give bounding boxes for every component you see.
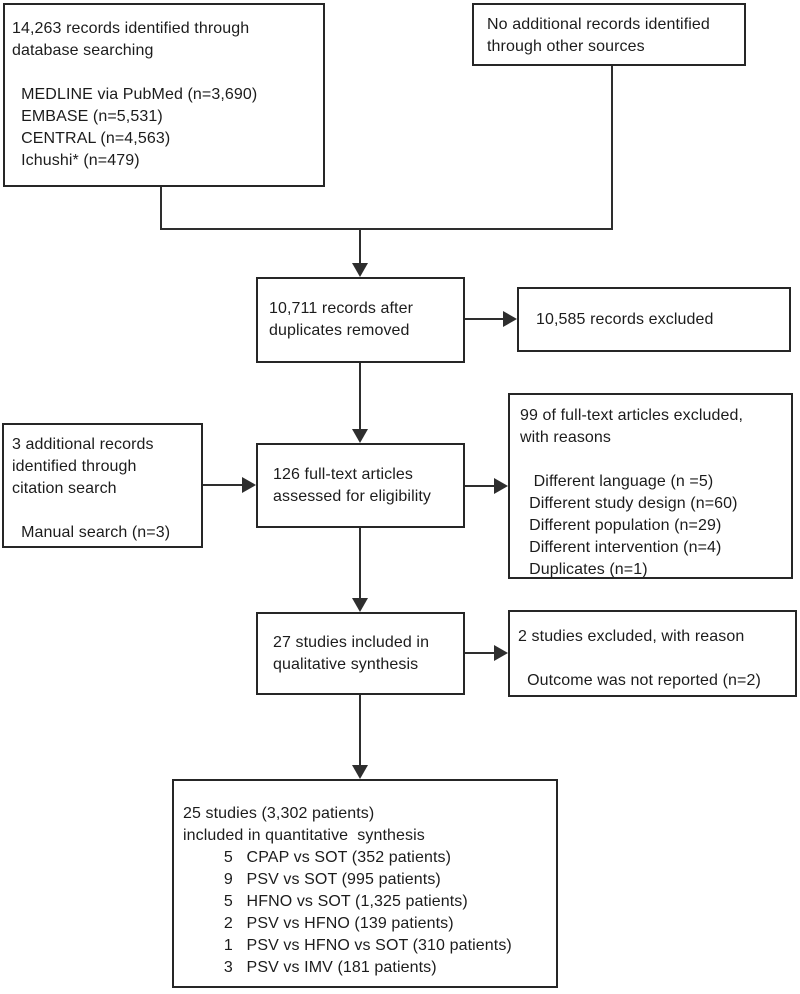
arrowhead-to-qualitative-box xyxy=(352,598,368,612)
connector-merge-horizontal xyxy=(160,228,613,230)
connector-fulltext-down xyxy=(359,528,361,599)
arrowhead-to-fulltext-excluded-box xyxy=(494,478,508,494)
box-qualitative-synthesis: 27 studies included in qualitative synth… xyxy=(256,612,465,695)
connector-duplicates-down xyxy=(359,363,361,430)
connector-citation-to-fulltext xyxy=(203,484,243,486)
box-no-additional-records: No additional records identified through… xyxy=(472,3,746,66)
arrowhead-to-records-excluded-box xyxy=(503,311,517,327)
connector-duplicates-to-excluded xyxy=(465,318,505,320)
box-citation-search-records: 3 additional records identified through … xyxy=(2,423,203,548)
connector-qualitative-to-excluded xyxy=(465,652,495,654)
arrowhead-to-quantitative-box xyxy=(352,765,368,779)
connector-qualitative-down xyxy=(359,695,361,766)
box-fulltext-assessed: 126 full-text articles assessed for elig… xyxy=(256,443,465,528)
box-studies-excluded-reason: 2 studies excluded, with reason Outcome … xyxy=(508,610,797,697)
box-quantitative-synthesis: 25 studies (3,302 patients) included in … xyxy=(172,779,558,988)
arrowhead-to-studies-excluded-box xyxy=(494,645,508,661)
box-records-after-duplicates: 10,711 records after duplicates removed xyxy=(256,277,465,363)
arrowhead-to-fulltext-box xyxy=(352,429,368,443)
connector-merge-down xyxy=(359,228,361,264)
arrowhead-to-duplicates-box xyxy=(352,263,368,277)
connector-fulltext-to-excluded xyxy=(465,485,495,487)
connector-db-search-down xyxy=(160,187,162,230)
arrowhead-to-fulltext-box-left xyxy=(242,477,256,493)
box-records-excluded: 10,585 records excluded xyxy=(517,287,791,352)
box-fulltext-excluded-reasons: 99 of full-text articles excluded, with … xyxy=(508,393,793,579)
box-records-identified-db: 14,263 records identified through databa… xyxy=(3,3,325,187)
connector-other-sources-down xyxy=(611,66,613,230)
